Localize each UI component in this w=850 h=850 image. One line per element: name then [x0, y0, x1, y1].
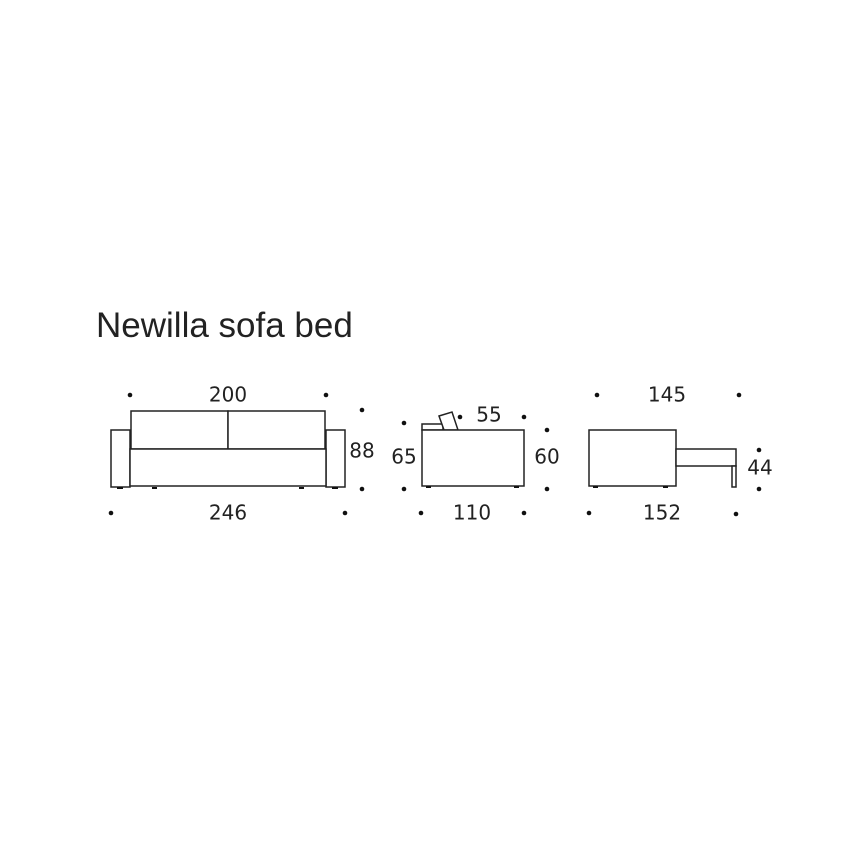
dimension-dot	[594, 392, 600, 398]
sofa-front-view: 200 246 88	[108, 383, 375, 525]
dimension-dot	[359, 407, 365, 413]
dim-bed-length-top: 145	[648, 383, 686, 407]
bed-body	[588, 429, 677, 487]
foot	[152, 487, 157, 489]
dimension-dot	[586, 510, 592, 516]
dimension-dot	[401, 486, 407, 492]
dim-seat-height: 60	[534, 445, 559, 469]
dim-bed-height: 44	[747, 456, 772, 480]
dimension-dot	[544, 486, 550, 492]
bed-extension	[675, 448, 737, 467]
foot	[299, 487, 304, 489]
dimension-dot	[544, 427, 550, 433]
dimension-dot	[108, 510, 114, 516]
right-armrest	[325, 429, 346, 488]
foot	[514, 486, 519, 488]
seat-cushion	[129, 448, 327, 487]
dimension-dot	[521, 510, 527, 516]
back-cushion-left	[130, 410, 229, 450]
foot	[593, 486, 598, 488]
dim-depth: 110	[453, 501, 491, 525]
dimension-dot	[359, 486, 365, 492]
dimension-dot	[401, 420, 407, 426]
sofa-side-view: 55 65 60 110	[391, 403, 559, 525]
foot	[332, 487, 338, 489]
dimension-dot	[342, 510, 348, 516]
bed-side-view: 145 44 152	[586, 383, 773, 525]
dimension-dot	[521, 414, 527, 420]
foot	[663, 486, 668, 488]
dimension-dot	[736, 392, 742, 398]
page-title: Newilla sofa bed	[96, 306, 353, 345]
dim-bed-length-bottom: 152	[643, 501, 681, 525]
backrest	[421, 423, 444, 431]
dim-top-width: 200	[209, 383, 247, 407]
dimension-dot	[323, 392, 329, 398]
dimension-dot	[457, 414, 463, 420]
dimension-dot	[756, 486, 762, 492]
dim-back-height: 65	[391, 445, 416, 469]
dim-bottom-width: 246	[209, 501, 247, 525]
dimension-dot	[756, 447, 762, 453]
back-cushion-right	[227, 410, 326, 450]
side-body	[421, 429, 525, 487]
bed-leg	[731, 465, 737, 488]
dim-height: 88	[349, 439, 374, 463]
foot	[117, 487, 123, 489]
dimension-dot	[418, 510, 424, 516]
dim-seat-depth: 55	[476, 403, 501, 427]
foot	[426, 486, 431, 488]
dimension-dot	[127, 392, 133, 398]
left-armrest	[110, 429, 131, 488]
dimension-dot	[733, 511, 739, 517]
